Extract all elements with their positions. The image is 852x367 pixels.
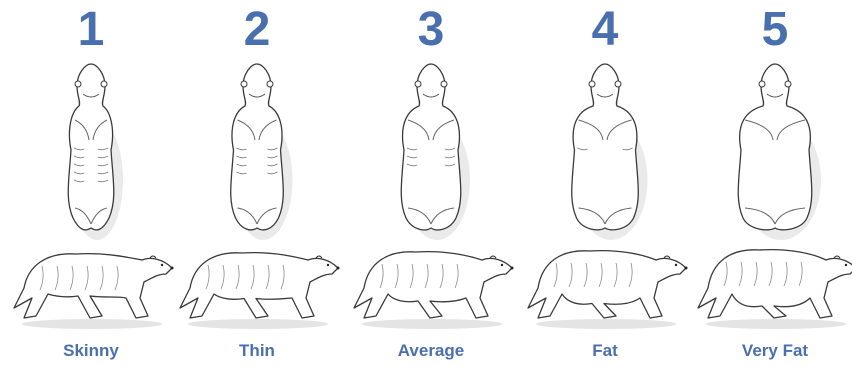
bear-top-view-drawing (545, 60, 665, 240)
scale-number: 3 (346, 2, 516, 58)
bear-side-view-drawing (690, 238, 852, 333)
condition-label: Average (346, 340, 516, 362)
scale-column-3: 3Average (346, 0, 516, 367)
bear-side-view-drawing (6, 238, 178, 333)
bear-top-view-drawing (31, 60, 151, 240)
scale-number: 5 (690, 2, 852, 58)
bear-side-view-drawing (520, 238, 692, 333)
scale-column-4: 4Fat (520, 0, 690, 367)
bear-top-view-drawing (197, 60, 317, 240)
condition-label: Fat (520, 340, 690, 362)
bear-top-view-drawing (715, 60, 835, 240)
scale-number: 1 (6, 2, 176, 58)
condition-label: Thin (172, 340, 342, 362)
scale-column-5: 5Very Fat (690, 0, 852, 367)
condition-label: Skinny (6, 340, 176, 362)
scale-column-1: 1Skinny (6, 0, 176, 367)
bear-top-view-drawing (371, 60, 491, 240)
bear-side-view-drawing (172, 238, 344, 333)
scale-number: 4 (520, 2, 690, 58)
scale-column-2: 2Thin (172, 0, 342, 367)
condition-label: Very Fat (690, 340, 852, 362)
scale-number: 2 (172, 2, 342, 58)
bear-side-view-drawing (346, 238, 518, 333)
